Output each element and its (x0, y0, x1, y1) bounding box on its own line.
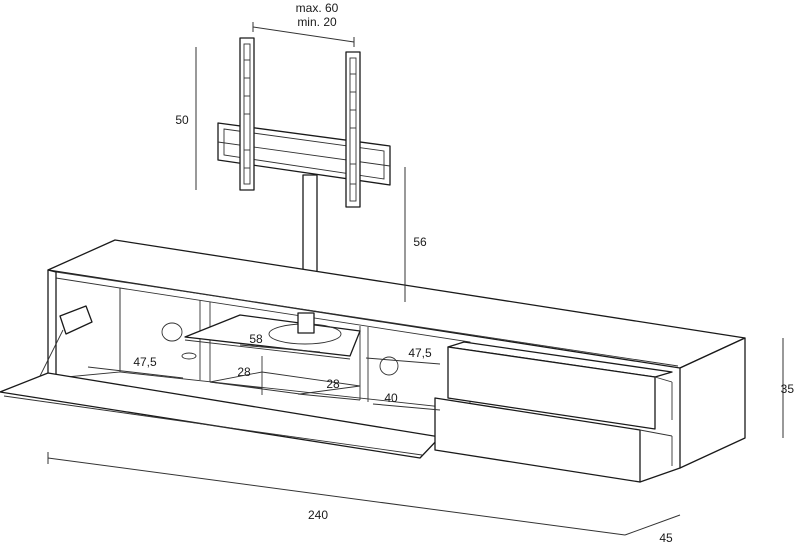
receiver-box (39, 305, 93, 377)
label-shelf-height-center: 28 (326, 377, 340, 391)
cabinet (0, 239, 746, 483)
drawer-upper (447, 341, 673, 430)
label-cabinet-height: 35 (781, 382, 795, 396)
label-mount-height: 56 (413, 235, 427, 249)
label-total-depth: 45 (659, 531, 673, 545)
cabinet-right-side (679, 337, 746, 469)
dimension-lines (47, 22, 784, 536)
tv-mount-bracket (217, 37, 391, 288)
dimension-labels: max. 60 min. 20 50 56 58 47,5 47,5 28 28… (133, 1, 794, 545)
label-inner-width-left: 47,5 (133, 355, 157, 369)
label-inner-width-right: 47,5 (408, 346, 432, 360)
cable-hole-right (379, 356, 399, 376)
flap-door (0, 372, 441, 459)
bracket-rail-right (345, 51, 361, 208)
label-bracket-width-min: min. 20 (297, 15, 337, 29)
cable-hole-left (161, 322, 183, 342)
label-bracket-height: 50 (175, 113, 189, 127)
label-shelf-height-left: 28 (237, 365, 251, 379)
label-compartment-depth: 40 (384, 391, 398, 405)
label-bracket-width-max: max. 60 (296, 1, 339, 15)
cabinet-top (47, 239, 746, 369)
label-total-width: 240 (308, 508, 328, 522)
cabinet-left-side (47, 269, 57, 383)
label-shelf-width: 58 (249, 332, 263, 346)
